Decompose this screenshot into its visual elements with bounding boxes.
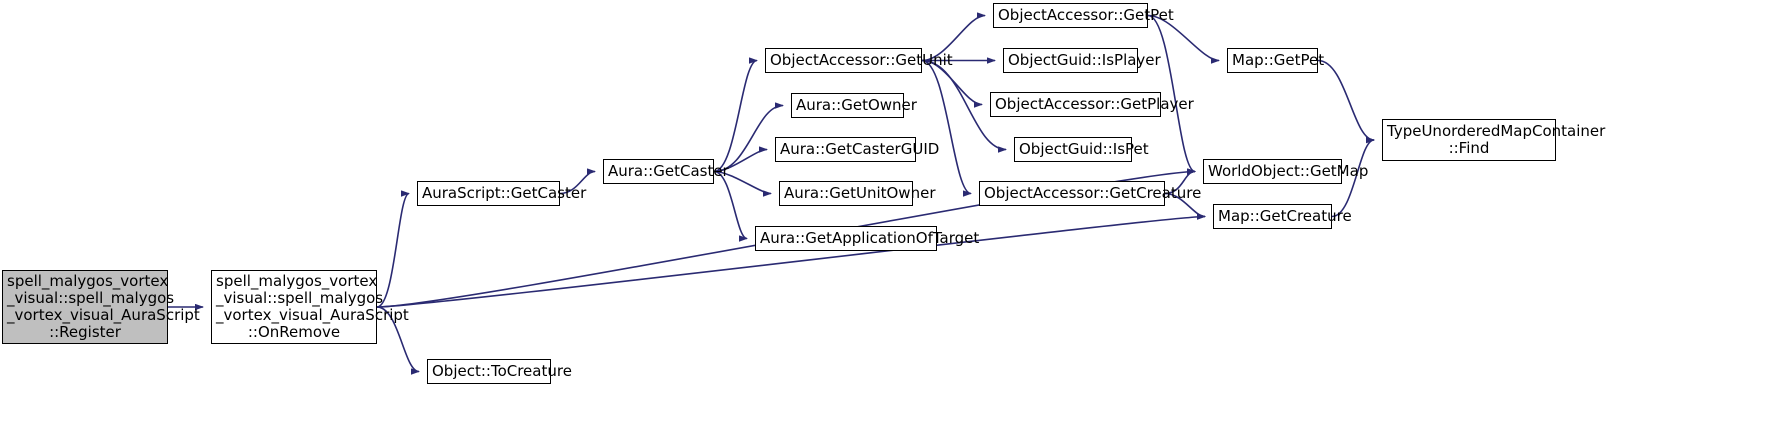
graph-node-map-getcreature[interactable]: Map::GetCreature	[1213, 204, 1352, 229]
graph-node-tocreature[interactable]: Object::ToCreature	[427, 359, 572, 384]
graph-node-objectguid-ispet[interactable]: ObjectGuid::IsPet	[1014, 137, 1149, 162]
graph-edge-objectaccessor-getunit-to-objectaccessor-getcreature	[921, 59, 972, 197]
graph-node-label: ObjectAccessor::GetPlayer	[995, 95, 1194, 113]
graph-node-label: ObjectGuid::IsPet	[1019, 140, 1149, 158]
graph-node-label: spell_malygos_vortex _visual::spell_maly…	[7, 272, 200, 341]
graph-node-label: Aura::GetCaster	[608, 162, 729, 180]
graph-node-worldobject-getmap[interactable]: WorldObject::GetMap	[1203, 159, 1369, 184]
graph-node-objectaccessor-getunit[interactable]: ObjectAccessor::GetUnit	[765, 48, 953, 73]
graph-node-label: Aura::GetApplicationOfTarget	[760, 229, 980, 247]
graph-node-label: ObjectGuid::IsPlayer	[1008, 51, 1161, 69]
graph-node-map-getpet[interactable]: Map::GetPet	[1227, 48, 1325, 73]
graph-edge-aura-getcaster-to-objectaccessor-getunit	[713, 57, 758, 173]
graph-node-aurascript-getcaster[interactable]: AuraScript::GetCaster	[417, 181, 587, 206]
graph-edge-aura-getcaster-to-aura-getapplicationoftarget	[713, 170, 748, 242]
graph-node-aura-getcaster[interactable]: Aura::GetCaster	[603, 159, 729, 184]
graph-node-label: ObjectAccessor::GetCreature	[984, 184, 1202, 202]
graph-node-objectguid-isplayer[interactable]: ObjectGuid::IsPlayer	[1003, 48, 1161, 73]
graph-node-aura-getunitowner[interactable]: Aura::GetUnitOwner	[779, 181, 936, 206]
graph-node-label: ObjectAccessor::GetPet	[998, 6, 1174, 24]
graph-node-label: Map::GetPet	[1232, 51, 1325, 69]
graph-node-objectaccessor-getplayer[interactable]: ObjectAccessor::GetPlayer	[990, 92, 1194, 117]
graph-node-aura-getcasterguid[interactable]: Aura::GetCasterGUID	[775, 137, 940, 162]
graph-node-label: AuraScript::GetCaster	[422, 184, 587, 202]
graph-node-aura-getowner[interactable]: Aura::GetOwner	[791, 93, 917, 118]
graph-edge-map-getpet-to-typeunorderedmapcontainer-find	[1317, 59, 1375, 144]
graph-node-typeunorderedmapcontainer-find[interactable]: TypeUnorderedMapContainer ::Find	[1382, 119, 1606, 161]
graph-node-label: Aura::GetUnitOwner	[784, 184, 936, 202]
graph-node-objectaccessor-getcreature[interactable]: ObjectAccessor::GetCreature	[979, 181, 1202, 206]
graph-node-aura-getapplicationoftarget[interactable]: Aura::GetApplicationOfTarget	[755, 226, 980, 251]
graph-node-label: Object::ToCreature	[432, 362, 572, 380]
graph-node-label: ObjectAccessor::GetUnit	[770, 51, 953, 69]
graph-node-label: Map::GetCreature	[1218, 207, 1352, 225]
graph-node-label: TypeUnorderedMapContainer ::Find	[1387, 122, 1606, 157]
graph-node-label: Aura::GetOwner	[796, 96, 917, 114]
graph-node-onremove[interactable]: spell_malygos_vortex _visual::spell_maly…	[211, 270, 409, 344]
graph-node-label: WorldObject::GetMap	[1208, 162, 1369, 180]
graph-node-label: Aura::GetCasterGUID	[780, 140, 940, 158]
graph-node-objectaccessor-getpet[interactable]: ObjectAccessor::GetPet	[993, 3, 1174, 28]
graph-node-register[interactable]: spell_malygos_vortex _visual::spell_maly…	[2, 270, 200, 344]
graph-node-label: spell_malygos_vortex _visual::spell_maly…	[216, 272, 409, 341]
